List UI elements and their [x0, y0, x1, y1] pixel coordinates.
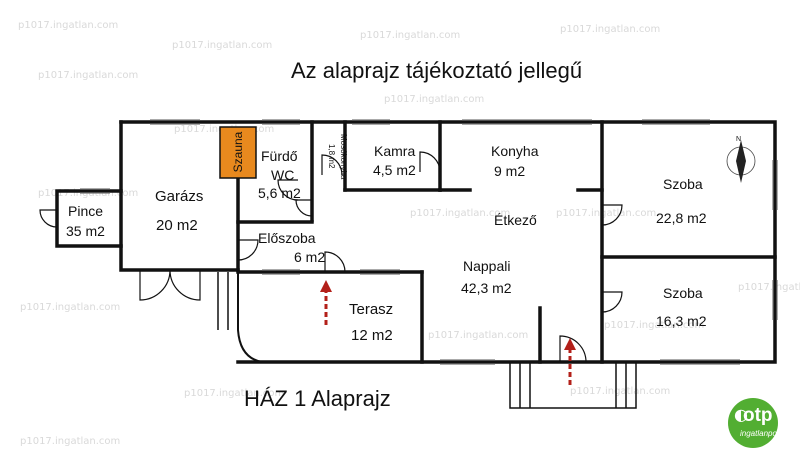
compass-label: N	[736, 136, 741, 143]
outer-wall	[119, 120, 777, 364]
room-area-konyha: 9 m2	[494, 163, 525, 179]
sauna-room	[219, 126, 257, 179]
door-swing	[601, 291, 623, 313]
otp-logo-icon: ◐	[734, 405, 748, 424]
watermark: p1017.ingatlan.com	[172, 40, 273, 51]
door-swing	[601, 204, 623, 226]
room-area-eloszoba: 6 m2	[294, 249, 325, 265]
room-name-furdo: Fürdő	[261, 148, 298, 164]
watermark: p1017.ingatlan.com	[428, 330, 529, 341]
entry-steps	[509, 362, 637, 409]
door-swing	[277, 179, 299, 201]
door-swing	[39, 209, 58, 228]
walls	[55, 120, 777, 364]
room-name-mosokonyha: Mosókonyha	[339, 134, 348, 180]
room-name-wc: WC	[271, 167, 294, 183]
watermark: p1017.ingatlan.com	[38, 70, 139, 81]
room-area-szoba-2: 16,3 m2	[656, 313, 707, 329]
room-area-nappali: 42,3 m2	[461, 280, 512, 296]
door-swing	[295, 199, 313, 217]
watermark: p1017.ingatlan.com	[360, 30, 461, 41]
room-name-garazs: Garázs	[155, 188, 203, 205]
door-swing	[139, 269, 171, 301]
watermark: p1017.ingatlan.com	[184, 388, 285, 399]
otp-logo-brand: otp	[743, 405, 773, 426]
room-area-terasz: 12 m2	[351, 327, 393, 344]
watermark: p1017.ingatlan.com	[604, 320, 705, 331]
door-swing	[237, 239, 259, 261]
room-area-szoba-1: 22,8 m2	[656, 210, 707, 226]
outer-wall	[119, 120, 240, 272]
watermark: p1017.ingatlan.com	[384, 94, 485, 105]
room-name-konyha: Konyha	[491, 143, 539, 159]
room-name-eloszoba: Előszoba	[258, 230, 316, 246]
outer-wall	[55, 189, 123, 248]
door-swing	[559, 335, 587, 363]
watermark: p1017.ingatlan.com	[18, 20, 119, 31]
room-area-pince: 35 m2	[66, 223, 105, 239]
door-swing	[169, 269, 201, 301]
otp-logo	[728, 398, 778, 448]
watermark: p1017.ingatlan.com	[560, 24, 661, 35]
room-name-nappali: Nappali	[463, 258, 510, 274]
room-area-furdo: 5,6 m2	[258, 185, 301, 201]
watermark: p1017.ingatlan.com	[20, 436, 121, 447]
door-swing	[419, 151, 441, 173]
plan-title: Az alaprajz tájékoztató jellegű	[291, 58, 583, 83]
windows	[80, 119, 778, 365]
room-area-garazs: 20 m2	[156, 217, 198, 234]
entrance-arrow	[564, 338, 576, 385]
room-name-szoba-1: Szoba	[663, 176, 703, 192]
room-area-mosokonyha: 1,8 m2	[327, 144, 336, 169]
watermark: p1017.ingatlan.com	[410, 208, 511, 219]
otp-logo-sub: ingatlanpont	[740, 429, 784, 438]
watermark: p1017.ingatlan.com	[20, 302, 121, 313]
compass-icon: N	[726, 136, 756, 183]
entrance-arrow	[320, 280, 332, 325]
watermark: p1017.ingatlan.com	[556, 208, 657, 219]
terrace-outline	[237, 272, 263, 363]
watermark: p1017.ingatlan.com	[570, 386, 671, 397]
room-name-terasz: Terasz	[349, 301, 393, 318]
room-name-pince: Pince	[68, 203, 103, 219]
door-swing	[321, 154, 343, 176]
door-swing	[324, 251, 346, 273]
room-area-kamra: 4,5 m2	[373, 162, 416, 178]
room-name-szauna: Szauna	[231, 131, 245, 172]
plan-caption: HÁZ 1 Alaprajz	[244, 386, 391, 411]
room-name-szoba-2: Szoba	[663, 285, 703, 301]
room-name-etkezo: Étkező	[494, 212, 537, 228]
doors	[39, 151, 623, 363]
room-name-kamra: Kamra	[374, 143, 415, 159]
watermark: p1017.ingatlan.com	[738, 282, 800, 293]
